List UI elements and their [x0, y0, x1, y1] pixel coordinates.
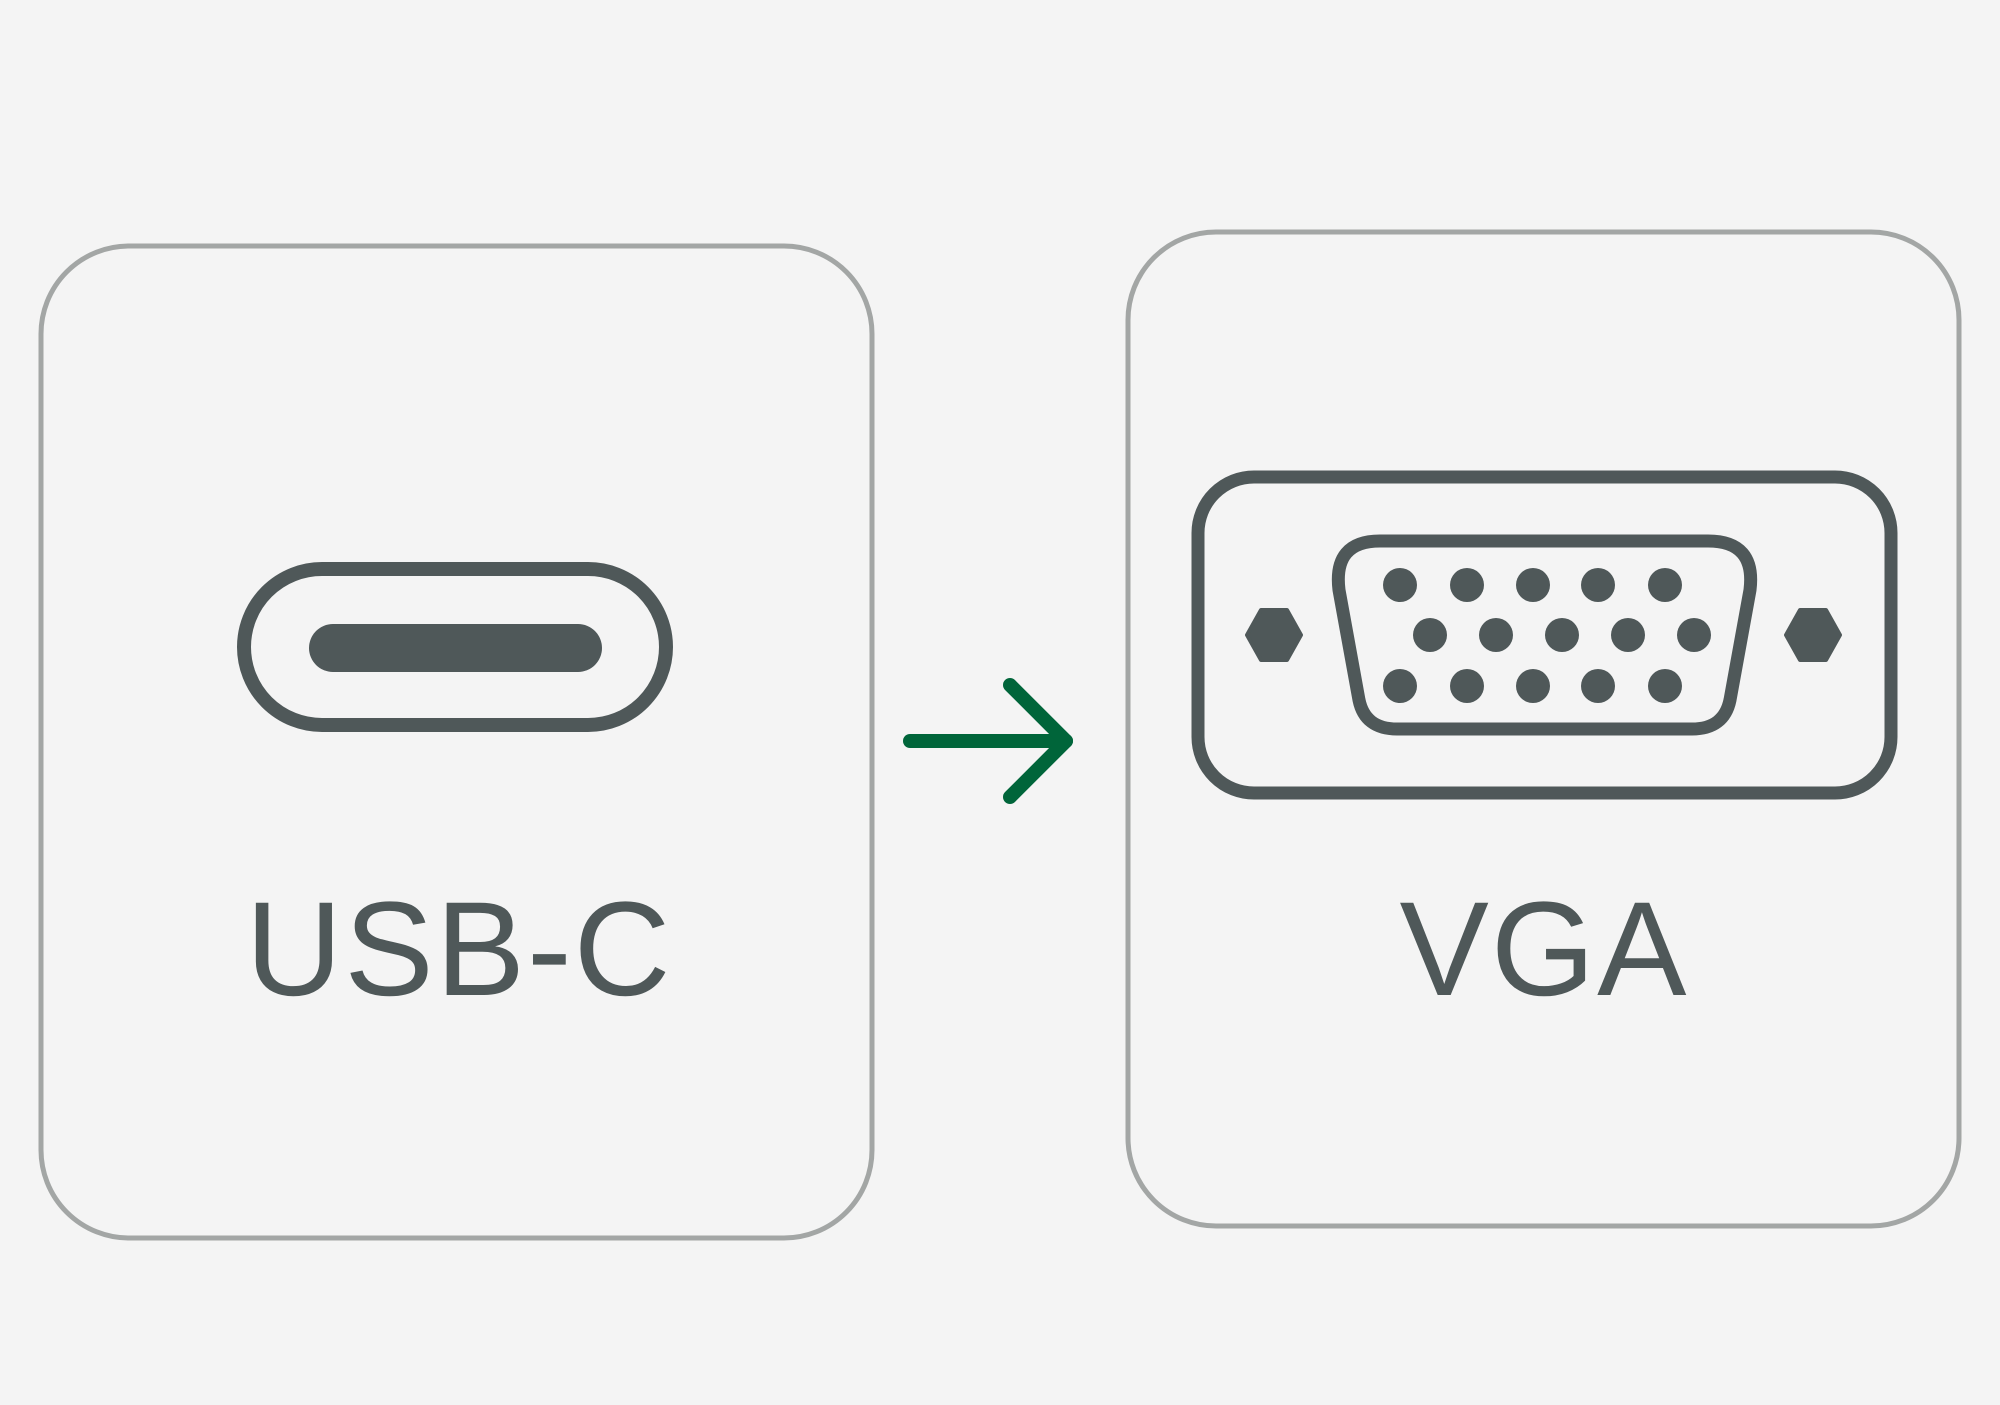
screw-right-icon: [1784, 608, 1842, 662]
source-card: USB-C: [38, 243, 875, 1241]
vga-pins: [1383, 568, 1711, 703]
vga-port-icon: [1191, 470, 1898, 800]
arrow-right-icon: [903, 678, 1073, 804]
source-card-frame: [38, 243, 875, 1241]
target-label: VGA: [1400, 875, 1689, 1024]
usb-c-port-icon: [237, 562, 673, 732]
screw-left-icon: [1245, 608, 1303, 662]
source-label: USB-C: [246, 875, 673, 1024]
target-card: VGA: [1125, 229, 1962, 1229]
